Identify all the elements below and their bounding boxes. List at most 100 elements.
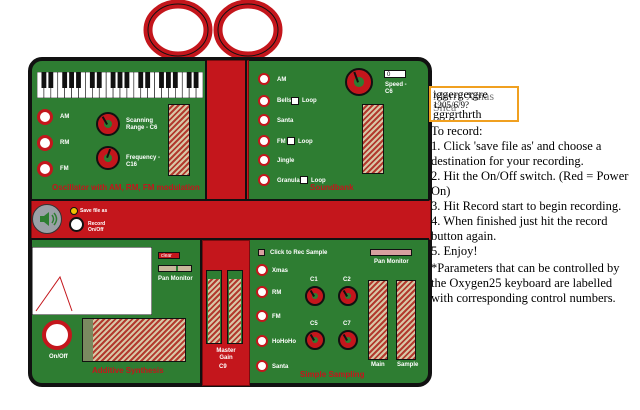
am-toggle[interactable] [37, 109, 53, 125]
divider [31, 238, 429, 240]
black-key[interactable] [117, 72, 123, 88]
sample-rm-toggle[interactable] [256, 286, 268, 298]
pan-monitor-label: Pan Monitor [158, 276, 193, 282]
scanning-range-knob[interactable] [96, 112, 120, 136]
soundbank-am-toggle[interactable] [258, 73, 270, 85]
master-gain-right-fill [229, 279, 241, 343]
black-key[interactable] [62, 72, 68, 88]
c2-knob[interactable] [338, 286, 358, 306]
black-key[interactable] [165, 72, 171, 88]
record-button[interactable] [69, 217, 84, 232]
fm-toggle[interactable] [37, 161, 53, 177]
pan-slider[interactable] [158, 265, 192, 272]
step-4: 4. When finished just hit the record but… [431, 214, 608, 243]
soundbank-jingle-label: Jingle [277, 158, 295, 164]
black-key[interactable] [89, 72, 95, 88]
save-file-indicator[interactable] [70, 207, 78, 215]
soundbank-fm-toggle[interactable] [258, 135, 270, 147]
master-gain-left-fill [208, 279, 220, 343]
main-level-slider[interactable] [368, 280, 388, 360]
sample-xmas-toggle[interactable] [256, 264, 268, 276]
soundbank-bells-toggle[interactable] [258, 95, 270, 107]
sample-pan-slider[interactable] [370, 249, 412, 256]
record-label: Record On/Off [88, 221, 106, 233]
speed-knob[interactable] [345, 68, 373, 96]
step-5: 5. Enjoy! [431, 244, 478, 258]
speed-number-value: 0 [387, 72, 391, 78]
horizontal-ribbon [31, 200, 431, 240]
sample-level-slider[interactable] [396, 280, 416, 360]
rec-sample-button[interactable] [258, 249, 265, 256]
black-key[interactable] [124, 72, 130, 88]
additive-panel-title: Additive Synthesis [92, 366, 164, 375]
sample-fm-toggle[interactable] [256, 310, 268, 322]
bells-loop-label: Loop [302, 98, 317, 104]
overlay-line3: ggrgrthrth [433, 107, 482, 121]
sample-santa-toggle[interactable] [256, 360, 268, 372]
additive-onoff-button[interactable] [42, 320, 72, 350]
c5-knob[interactable] [305, 330, 325, 350]
sample-santa-label: Santa [272, 364, 289, 370]
envelope-graph[interactable] [32, 247, 152, 315]
speaker-button[interactable] [32, 204, 62, 234]
sample-hohoho-toggle[interactable] [256, 335, 268, 347]
black-key[interactable] [41, 72, 47, 88]
osc-level-slider[interactable] [168, 104, 190, 176]
pan-slider-thumb[interactable] [176, 266, 178, 271]
black-key[interactable] [110, 72, 116, 88]
black-key[interactable] [145, 72, 151, 88]
fm-loop-label: Loop [298, 139, 313, 145]
master-gain-left-slider[interactable] [206, 270, 222, 344]
piano-keyboard[interactable] [37, 72, 203, 98]
c5-label: C5 [310, 321, 318, 327]
black-key[interactable] [76, 72, 81, 88]
soundbank-granular-toggle[interactable] [258, 174, 270, 186]
black-key[interactable] [159, 72, 164, 88]
speed-label: Speed - C6 [385, 82, 407, 95]
rm-label: RM [60, 140, 70, 146]
soundbank-granular-label: Granular [277, 178, 303, 184]
bells-loop-checkbox[interactable] [291, 97, 299, 105]
black-key[interactable] [186, 72, 192, 88]
sample-xmas-label: Xmas [272, 268, 289, 274]
soundbank-jingle-toggle[interactable] [258, 154, 270, 166]
granular-loop-checkbox[interactable] [300, 176, 308, 184]
harmonics-multislider[interactable] [82, 318, 186, 362]
c1-knob[interactable] [305, 286, 325, 306]
overlay-line1: iggergergre [433, 87, 488, 101]
black-key[interactable] [138, 72, 144, 88]
soundbank-am-label: AM [277, 77, 287, 83]
osc-panel-title: Oscillator with AM, RM, FM modulation [52, 183, 200, 192]
c7-label: C7 [343, 321, 351, 327]
black-key[interactable] [96, 72, 102, 88]
divider [245, 60, 247, 200]
am-label: AM [60, 114, 70, 120]
clear-button[interactable]: clear [158, 252, 180, 259]
header-text-overlay[interactable]: Merry Xmas Shea iggergergre 1205/6/9? gg… [429, 86, 519, 122]
black-key[interactable] [172, 72, 178, 88]
master-gain-right-slider[interactable] [227, 270, 243, 344]
fm-loop-checkbox[interactable] [287, 137, 295, 145]
c2-label: C2 [343, 277, 351, 283]
frequency-knob[interactable] [96, 146, 120, 170]
ribbon-bow-icon [143, 0, 283, 61]
step-3: 3. Hit Record start to begin recording. [431, 199, 622, 213]
to-record-heading: To record: [431, 124, 483, 138]
instructions-block: To record: 1. Click 'save file as' and c… [431, 124, 636, 306]
c7-knob[interactable] [338, 330, 358, 350]
soundbank-santa-label: Santa [277, 118, 294, 124]
black-key[interactable] [48, 72, 54, 88]
speaker-icon [40, 212, 58, 226]
black-key[interactable] [69, 72, 75, 88]
master-gain-label: Master Gain [216, 348, 236, 361]
speed-number-box[interactable]: 0 [384, 70, 406, 78]
harmonic-bar[interactable] [83, 319, 93, 361]
black-key[interactable] [193, 72, 199, 88]
scanning-range-label: Scanning Range - C6 [126, 118, 158, 131]
soundbank-santa-toggle[interactable] [258, 114, 270, 126]
soundbank-level-slider[interactable] [362, 104, 384, 174]
sample-label: Sample [397, 362, 419, 368]
overlay-under-text: Merry Xmas Shea [433, 89, 494, 114]
note: *Parameters that can be controlled by th… [431, 261, 620, 305]
rm-toggle[interactable] [37, 135, 53, 151]
